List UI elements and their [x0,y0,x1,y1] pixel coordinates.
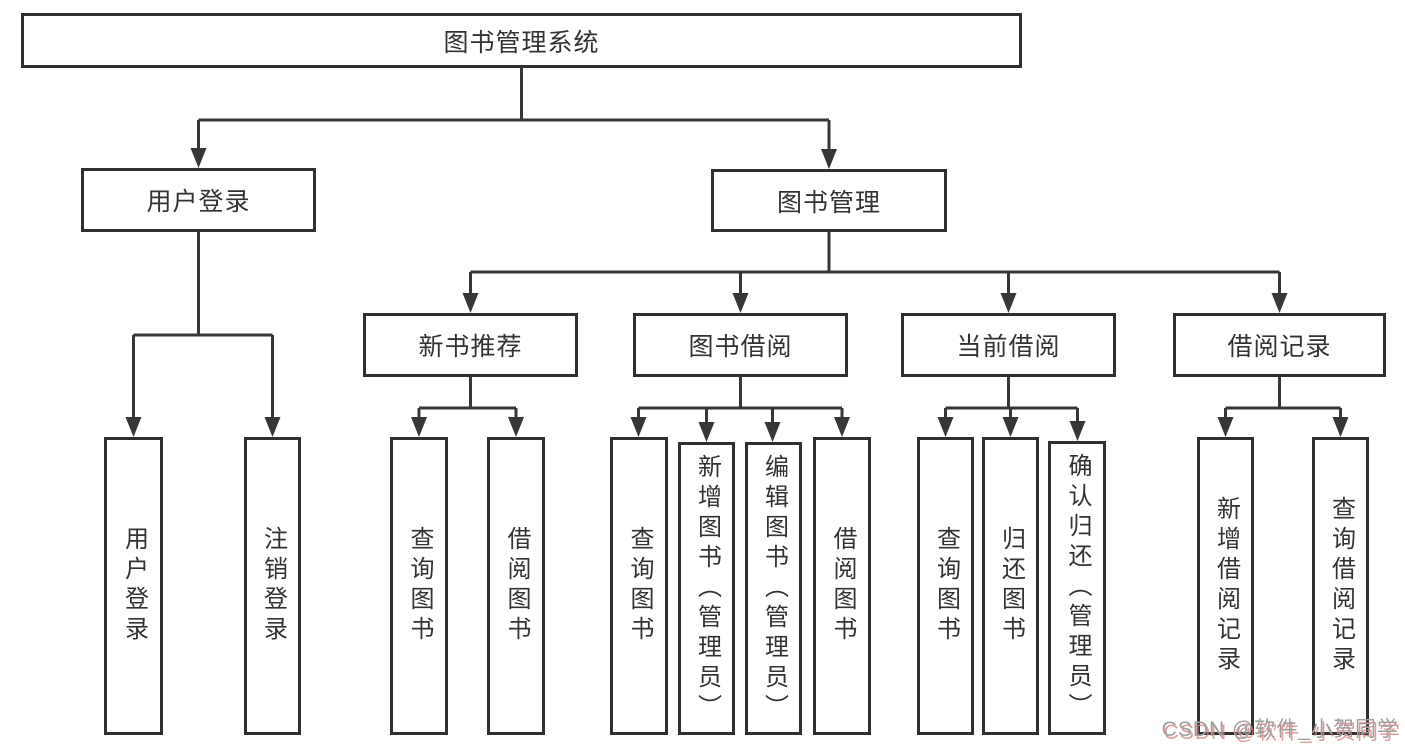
node-book-management: 图书管理 [711,169,947,232]
node-root-library-system: 图书管理系统 [21,13,1022,68]
leaf-confirm-return-admin: 确认归还（管理员） [1048,441,1106,735]
node-book-borrow: 图书借阅 [633,313,848,377]
leaf-query-books-current: 查询图书 [917,437,974,735]
leaf-add-books-admin: 新增图书（管理员） [678,442,735,735]
leaf-add-borrow-record: 新增借阅记录 [1197,437,1254,735]
csdn-watermark: CSDN @软件_小贺同学 [1161,718,1399,741]
leaf-user-login: 用户登录 [104,437,163,735]
node-current-borrow: 当前借阅 [901,313,1116,377]
leaf-borrow-books: 借阅图书 [813,437,871,735]
node-user-login: 用户登录 [81,168,316,232]
leaf-query-borrow-record: 查询借阅记录 [1312,437,1369,735]
leaf-borrow-books-recommend: 借阅图书 [487,437,545,735]
leaf-return-books: 归还图书 [982,437,1039,735]
node-borrow-records: 借阅记录 [1173,313,1386,377]
leaf-edit-books-admin: 编辑图书（管理员） [745,442,802,735]
leaf-query-books-borrow: 查询图书 [610,437,668,735]
leaf-query-books-recommend: 查询图书 [390,437,448,735]
leaf-logout: 注销登录 [244,437,301,735]
node-new-book-recommend: 新书推荐 [363,313,578,377]
